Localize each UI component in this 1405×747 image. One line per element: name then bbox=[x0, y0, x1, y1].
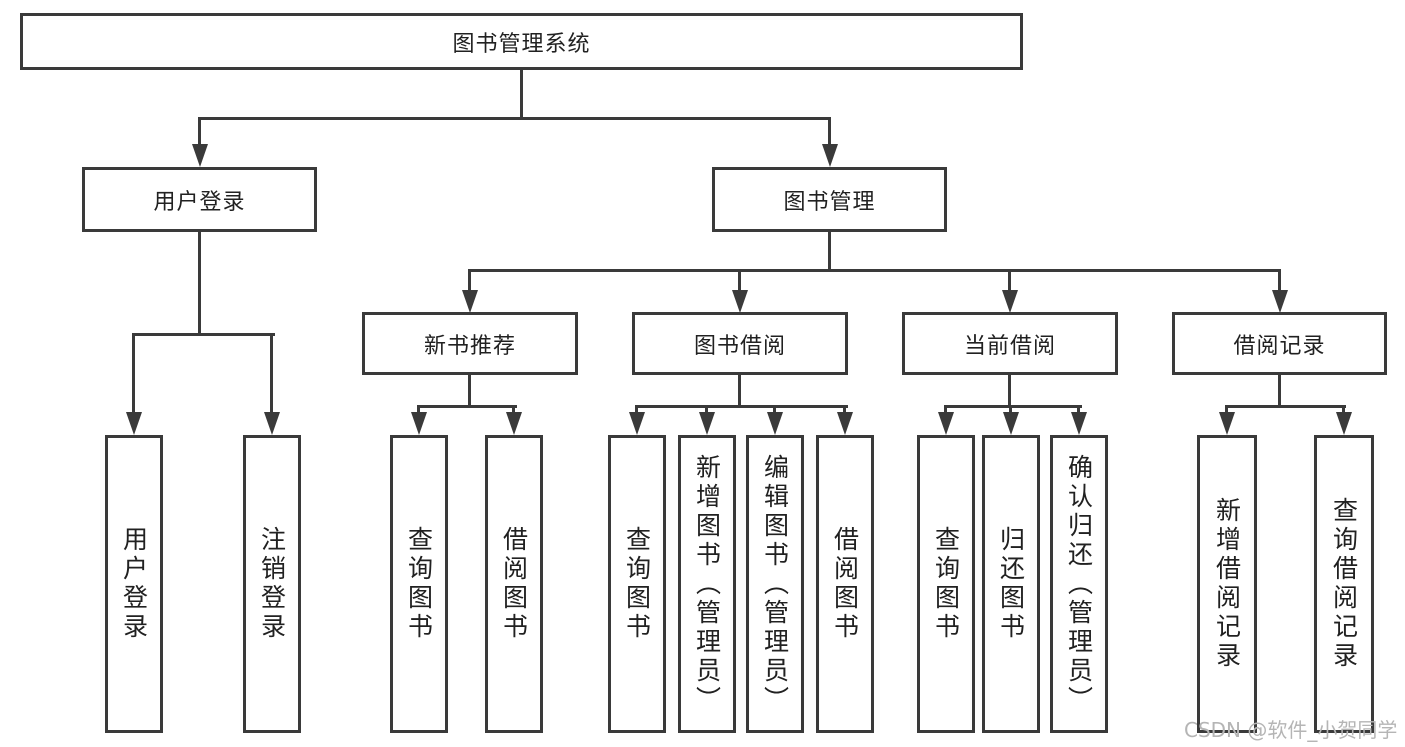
node-new-books: 新书推荐 bbox=[362, 312, 578, 375]
leaf-newbooks-borrow-book: 借阅图书 bbox=[485, 435, 543, 733]
connector-line bbox=[1008, 269, 1011, 291]
node-borrow-records: 借阅记录 bbox=[1172, 312, 1387, 375]
leaf-current-query-book: 查询图书 bbox=[917, 435, 975, 733]
leaf-logout: 注销登录 bbox=[243, 435, 301, 733]
leaf-records-add-record-label: 新增借阅记录 bbox=[1212, 497, 1242, 671]
connector-line bbox=[1278, 269, 1281, 291]
leaf-borrow-edit-book-admin: 编辑图书（管理员） bbox=[746, 435, 804, 733]
connector-line bbox=[468, 269, 471, 291]
connector-line bbox=[198, 232, 201, 336]
connector-line bbox=[705, 405, 708, 414]
connector-line bbox=[1278, 375, 1281, 407]
connector-line bbox=[828, 117, 831, 145]
leaf-logout-label: 注销登录 bbox=[257, 526, 287, 642]
arrow-down-icon bbox=[411, 412, 427, 435]
csdn-watermark: CSDN @软件_小贺同学 bbox=[1184, 718, 1398, 742]
leaf-current-return-book: 归还图书 bbox=[982, 435, 1040, 733]
connector-line bbox=[1008, 375, 1011, 407]
connector-line bbox=[198, 117, 831, 120]
leaf-user-login: 用户登录 bbox=[105, 435, 163, 733]
connector-line bbox=[1009, 405, 1012, 414]
leaf-records-query-record: 查询借阅记录 bbox=[1314, 435, 1374, 733]
leaf-borrow-borrow-book-label: 借阅图书 bbox=[830, 526, 860, 642]
node-current-borrow-label: 当前借阅 bbox=[963, 333, 1056, 359]
connector-line bbox=[468, 375, 471, 407]
arrow-down-icon bbox=[1219, 412, 1235, 435]
leaf-current-return-book-label: 归还图书 bbox=[996, 526, 1026, 642]
connector-line bbox=[773, 405, 776, 414]
arrow-down-icon bbox=[837, 412, 853, 435]
leaf-newbooks-query-book-label: 查询图书 bbox=[404, 526, 434, 642]
leaf-newbooks-borrow-book-label: 借阅图书 bbox=[499, 526, 529, 642]
arrow-down-icon bbox=[506, 412, 522, 435]
node-current-borrow: 当前借阅 bbox=[902, 312, 1118, 375]
leaf-borrow-edit-book-admin-label: 编辑图书（管理员） bbox=[760, 453, 790, 715]
connector-line bbox=[512, 405, 515, 414]
arrow-down-icon bbox=[699, 412, 715, 435]
connector-line bbox=[828, 232, 831, 271]
node-root-label: 图书管理系统 bbox=[452, 31, 591, 57]
leaf-borrow-add-book-admin-label: 新增图书（管理员） bbox=[692, 453, 722, 715]
node-book-mgmt-label: 图书管理 bbox=[783, 189, 876, 215]
node-book-borrow: 图书借阅 bbox=[632, 312, 848, 375]
arrow-down-icon bbox=[822, 144, 838, 167]
leaf-borrow-query-book-label: 查询图书 bbox=[622, 526, 652, 642]
connector-line bbox=[1225, 405, 1346, 408]
node-user-login: 用户登录 bbox=[82, 167, 317, 232]
connector-line bbox=[198, 117, 201, 145]
leaf-current-query-book-label: 查询图书 bbox=[931, 526, 961, 642]
arrow-down-icon bbox=[126, 412, 142, 435]
arrow-down-icon bbox=[1336, 412, 1352, 435]
connector-line bbox=[843, 405, 846, 414]
arrow-down-icon bbox=[192, 144, 208, 167]
leaf-records-add-record: 新增借阅记录 bbox=[1197, 435, 1257, 733]
node-root: 图书管理系统 bbox=[20, 13, 1023, 70]
node-book-borrow-label: 图书借阅 bbox=[693, 333, 786, 359]
node-new-books-label: 新书推荐 bbox=[423, 333, 516, 359]
connector-line bbox=[417, 405, 517, 408]
node-borrow-records-label: 借阅记录 bbox=[1233, 333, 1326, 359]
arrow-down-icon bbox=[1003, 412, 1019, 435]
arrow-down-icon bbox=[1272, 290, 1288, 313]
connector-line bbox=[635, 405, 638, 414]
arrow-down-icon bbox=[938, 412, 954, 435]
node-user-login-label: 用户登录 bbox=[153, 189, 246, 215]
node-book-mgmt: 图书管理 bbox=[712, 167, 947, 232]
connector-line bbox=[944, 405, 1082, 408]
arrow-down-icon bbox=[462, 290, 478, 313]
leaf-user-login-label: 用户登录 bbox=[119, 526, 149, 642]
arrow-down-icon bbox=[732, 290, 748, 313]
connector-line bbox=[1342, 405, 1345, 414]
arrow-down-icon bbox=[1071, 412, 1087, 435]
connector-line bbox=[635, 405, 848, 408]
arrow-down-icon bbox=[629, 412, 645, 435]
connector-line bbox=[520, 70, 523, 120]
connector-line bbox=[468, 269, 1281, 272]
connector-line bbox=[738, 269, 741, 291]
leaf-borrow-borrow-book: 借阅图书 bbox=[816, 435, 874, 733]
leaf-newbooks-query-book: 查询图书 bbox=[390, 435, 448, 733]
connector-line bbox=[133, 333, 275, 336]
connector-line bbox=[270, 333, 273, 413]
connector-line bbox=[417, 405, 420, 414]
arrow-down-icon bbox=[767, 412, 783, 435]
leaf-records-query-record-label: 查询借阅记录 bbox=[1329, 497, 1359, 671]
leaf-borrow-query-book: 查询图书 bbox=[608, 435, 666, 733]
connector-line bbox=[944, 405, 947, 414]
leaf-borrow-add-book-admin: 新增图书（管理员） bbox=[678, 435, 736, 733]
leaf-current-confirm-return-admin: 确认归还（管理员） bbox=[1050, 435, 1108, 733]
connector-line bbox=[738, 375, 741, 407]
connector-line bbox=[132, 333, 135, 413]
connector-line bbox=[1225, 405, 1228, 414]
connector-line bbox=[1077, 405, 1080, 414]
leaf-current-confirm-return-admin-label: 确认归还（管理员） bbox=[1064, 453, 1094, 715]
arrow-down-icon bbox=[1002, 290, 1018, 313]
arrow-down-icon bbox=[264, 412, 280, 435]
